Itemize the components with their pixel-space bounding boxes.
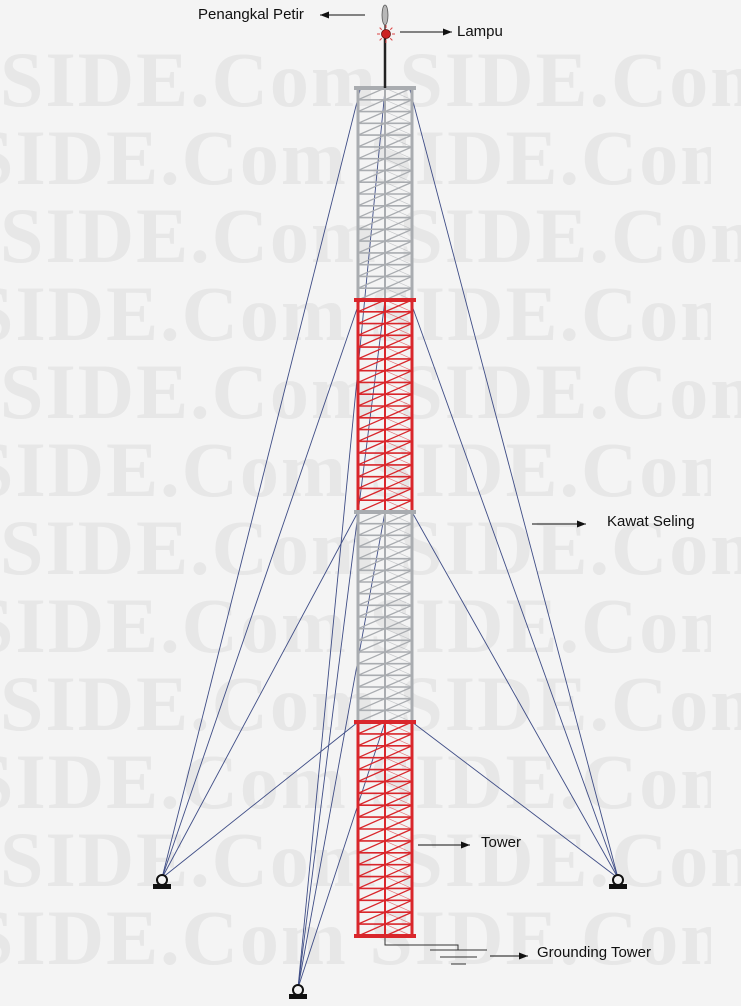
tower-label: Tower (481, 834, 522, 851)
grounding-symbol (384, 938, 487, 965)
guy-wire (409, 89, 619, 879)
tower-top (377, 4, 395, 88)
tower-section-gray (354, 510, 416, 723)
anchor-icon (609, 874, 627, 889)
tower-section-red (354, 298, 416, 513)
guy-wire (297, 721, 386, 989)
anchors (153, 874, 627, 999)
grounding-label: Grounding Tower (537, 944, 651, 961)
guy-wires (161, 89, 619, 989)
watermark-text: SIDE.Com SIDE.Com SIDE.Com SIDE.Com (0, 430, 711, 510)
tower-section-red (354, 720, 416, 937)
lamp-icon (381, 29, 391, 39)
watermark-text: SIDE.Com SIDE.Com SIDE.Com SIDE.Com (0, 586, 711, 666)
guy-wire (297, 89, 386, 989)
label-arrows (320, 11, 586, 960)
guy-wire (161, 89, 361, 879)
lightning-rod-label: Penangkal Petir (198, 6, 304, 23)
guy-wire (161, 721, 359, 879)
arrow-icon (418, 841, 470, 849)
arrow-icon (320, 11, 365, 19)
guy-wire-label: Kawat Seling (607, 513, 695, 530)
arrow-icon (490, 952, 528, 960)
anchor-icon (153, 874, 171, 889)
tower-base-plate (354, 934, 416, 938)
watermark-text: SIDE.Com SIDE.Com SIDE.Com SIDE.Com (0, 664, 741, 744)
lamp-label: Lampu (457, 23, 503, 40)
guy-wire (161, 511, 359, 879)
guy-wire (297, 511, 386, 989)
guy-wire (411, 511, 619, 879)
tower-structure (354, 86, 416, 938)
guy-wire (409, 299, 619, 879)
arrow-icon (532, 520, 586, 528)
guy-wire (161, 299, 361, 879)
tower-section-gray (354, 86, 416, 301)
guy-wire (411, 721, 619, 879)
watermark-text: SIDE.Com SIDE.Com SIDE.Com SIDE.Com (0, 118, 711, 198)
anchor-icon (289, 984, 307, 999)
lightning-rod-icon (381, 4, 389, 26)
arrow-icon (400, 28, 452, 36)
guy-wire (297, 299, 386, 989)
